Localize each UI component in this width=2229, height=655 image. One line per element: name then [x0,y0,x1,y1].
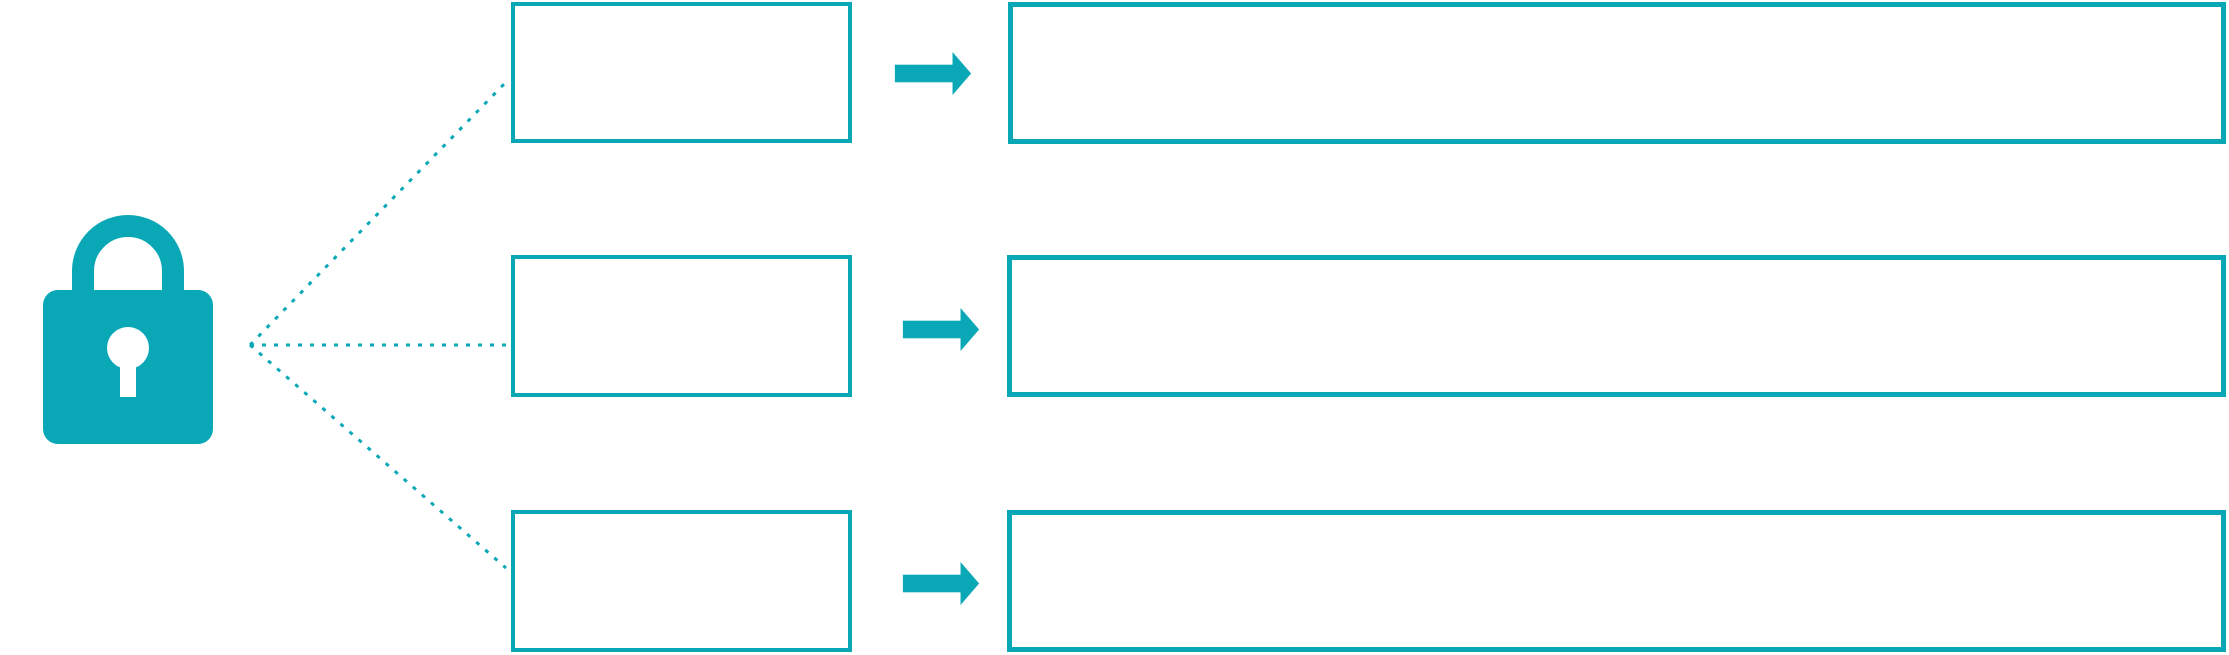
arrow-right-icon-3 [902,562,980,605]
option-box-2 [511,255,852,397]
option-box-3 [511,510,852,652]
detail-panel-3 [1007,510,2226,652]
option-box-1 [511,2,852,143]
dotted-connector-top [248,78,510,347]
arrow-right-icon-2 [902,308,980,351]
detail-panel-2 [1007,255,2226,397]
padlock-icon [43,215,213,444]
padlock-shackle [72,215,184,327]
dotted-connector-bottom [249,343,507,570]
detail-panel-1 [1008,2,2226,144]
arrow-right-icon-1 [894,52,972,95]
keyhole-stem [120,348,136,397]
